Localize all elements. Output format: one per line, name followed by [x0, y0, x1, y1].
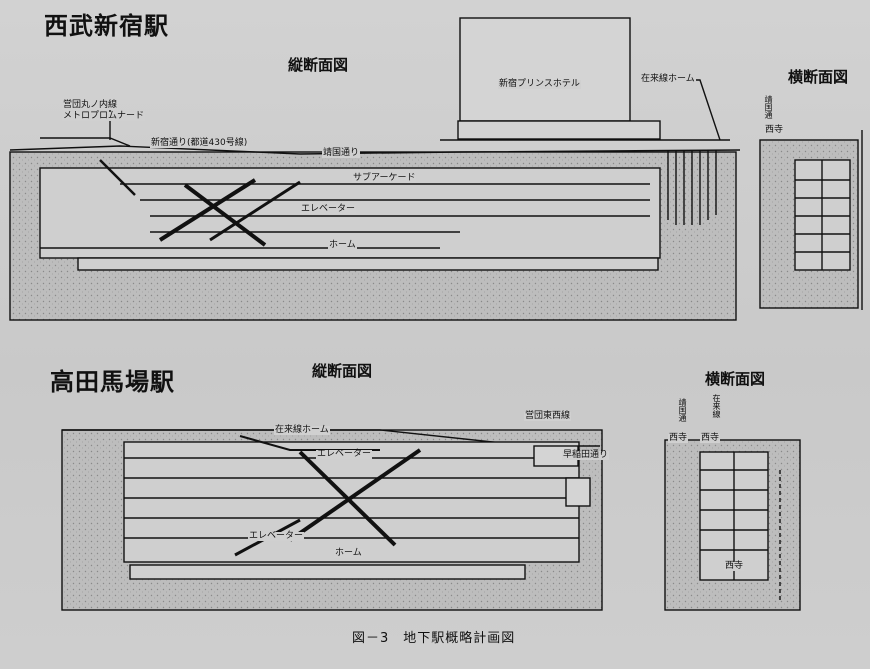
seibu-street-surface	[9, 145, 741, 155]
seibu-label-metro: メトロプロムナード	[62, 111, 146, 121]
takadanobaba-cross-section	[664, 439, 801, 611]
seibu-cross-label-marker: 西寺	[764, 125, 785, 135]
baba-label-elevator-top: エレベーター	[316, 449, 373, 459]
baba-label-zairai: 在来線ホーム	[274, 425, 330, 435]
seibu-cross-title: 横断面図	[788, 68, 849, 86]
seibu-longitudinal-title: 縦断面図	[288, 56, 349, 74]
figure-caption: 図－3 地下駅概略計画図	[352, 631, 516, 646]
baba-station-title: 高田馬場駅	[50, 368, 175, 396]
seibu-hotel-tower	[459, 17, 631, 122]
seibu-label-eidan: 営団丸ノ内線	[62, 100, 119, 110]
baba-longitudinal-title: 縦断面図	[312, 362, 373, 380]
seibu-label-zairai: 在来線ホーム	[640, 74, 696, 84]
seibu-station-title: 西武新宿駅	[44, 12, 169, 40]
baba-cross-marker-left: 西寺	[668, 433, 689, 443]
seibu-label-hotel: 新宿プリンスホテル	[498, 79, 581, 89]
baba-cross-bottom-label: 西寺	[724, 561, 745, 571]
baba-cross-marker-right: 西寺	[700, 433, 721, 443]
seibu-label-shinjuku-dori: 新宿通り(都道430号線)	[150, 138, 249, 148]
baba-label-waseda: 早稲田通り	[562, 450, 610, 460]
baba-cross-label-yasukuni: 靖国通	[678, 398, 687, 422]
seibu-cross-section	[759, 130, 863, 310]
takadanobaba-longitudinal-section	[61, 429, 603, 611]
seibu-label-platform: ホーム	[328, 240, 357, 250]
baba-label-eidan-tozai: 営団東西線	[524, 411, 572, 421]
seibu-label-elevator: エレベーター	[300, 204, 357, 214]
seibu-cross-label-yasukuni: 靖国通	[764, 95, 773, 119]
seibu-hotel-podium	[457, 120, 661, 140]
seibu-label-yasukuni: 靖国通り	[322, 148, 361, 158]
baba-cross-title: 横断面図	[705, 370, 766, 388]
baba-label-platform: ホーム	[334, 548, 363, 558]
seibu-longitudinal-section	[9, 17, 741, 321]
seibu-label-sub-arcade: サブアーケード	[352, 173, 417, 183]
baba-cross-label-zairai: 在来線	[712, 394, 721, 418]
seibu-foundation-piles	[667, 150, 717, 225]
baba-label-elevator-bottom: エレベーター	[248, 531, 305, 541]
